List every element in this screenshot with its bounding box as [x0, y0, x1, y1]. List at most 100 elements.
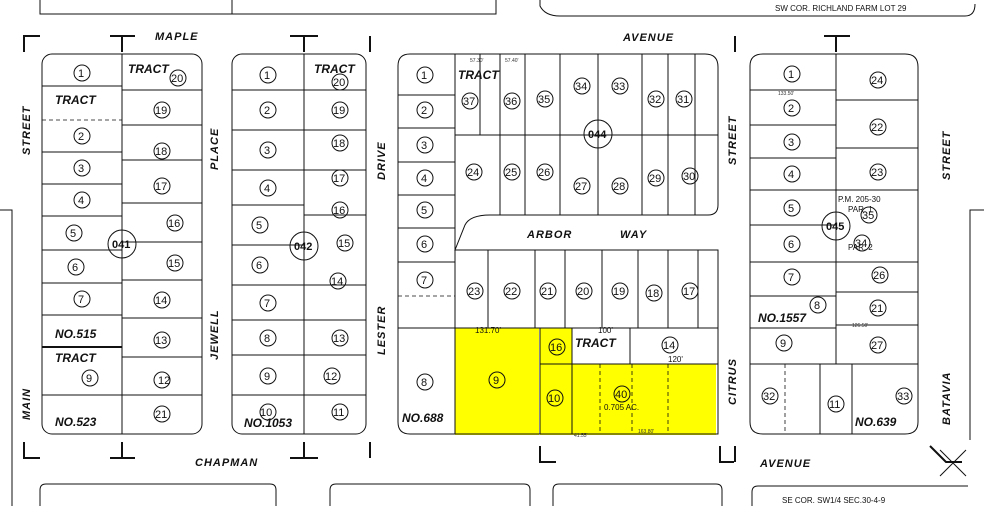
street-citrus: CITRUS	[727, 358, 739, 405]
lot-circle	[67, 258, 85, 276]
bottom-edge	[0, 209, 984, 506]
lot-number: 18	[333, 138, 345, 150]
tract-label: NO.639	[855, 415, 897, 429]
lot-number: 14	[663, 340, 675, 352]
lot-circle	[331, 101, 349, 119]
parcel-line	[824, 35, 850, 52]
tract-label: NO.515	[55, 327, 97, 341]
lot-number: 11	[829, 399, 840, 411]
lot-number: 21	[541, 286, 553, 298]
street-main: MAIN	[21, 388, 33, 420]
lot-circle	[259, 294, 277, 312]
lot-circle	[416, 201, 434, 219]
lot-number: 5	[788, 203, 794, 215]
lot-circle	[259, 101, 277, 119]
lot-number: 32	[649, 94, 661, 106]
lot-circle	[323, 367, 341, 385]
lot-circle	[681, 282, 699, 300]
lot-number: 19	[333, 105, 345, 117]
lot-circle	[681, 167, 699, 185]
lot-circle	[809, 296, 827, 314]
lot-circle	[416, 66, 434, 84]
lot-circle	[466, 282, 484, 300]
dimension-label: 163.80'	[638, 429, 654, 435]
lot-number: 10	[548, 393, 560, 405]
lot-number: 21	[155, 409, 167, 421]
street-place: PLACE	[209, 128, 221, 170]
note-sw-cor-top: SW COR. RICHLAND FARM LOT 29	[775, 4, 907, 13]
lot-number: 3	[264, 145, 270, 157]
lot-circle	[871, 266, 889, 284]
parcel-line	[231, 53, 367, 435]
lot-circle	[761, 387, 779, 405]
lot-circle	[259, 403, 277, 421]
lot-circle	[503, 92, 521, 110]
lot-circle	[869, 163, 887, 181]
lot-number: 1	[421, 70, 427, 82]
parcel-line	[539, 446, 556, 463]
block-number-044: 044	[588, 129, 607, 141]
lot-number: 7	[264, 298, 270, 310]
lot-number: 25	[505, 167, 517, 179]
lot-circle	[783, 199, 801, 217]
lot-circle	[331, 403, 349, 421]
lot-number: 14	[331, 276, 343, 288]
lot-circle	[488, 371, 506, 389]
lot-number: 34	[855, 238, 867, 250]
lot-number: 6	[72, 262, 78, 274]
lot-number: 27	[871, 340, 883, 352]
tract-label: TRACT	[128, 62, 170, 76]
dimension-label: 133.50'	[778, 91, 794, 97]
tract-label: TRACT	[55, 351, 97, 365]
lot-circle	[251, 216, 269, 234]
highlight-lot-9	[455, 328, 539, 435]
lot-number: 12	[325, 371, 337, 383]
lot-number: 27	[575, 181, 587, 193]
parcel-line	[749, 53, 919, 435]
lot-circle	[153, 142, 171, 160]
lot-circle	[546, 389, 564, 407]
block-number-045: 045	[826, 221, 844, 233]
lot-number: 13	[333, 333, 345, 345]
lot-circle	[869, 299, 887, 317]
lot-circle	[416, 373, 434, 391]
tract-label: TRACT	[314, 62, 356, 76]
street-drive: DRIVE	[376, 141, 388, 180]
lot-circle	[251, 256, 269, 274]
highlight-lot-40	[572, 364, 716, 435]
lot-number: 4	[788, 169, 794, 181]
parcel-line	[539, 0, 976, 17]
lot-number: 6	[788, 239, 794, 251]
parcel-line	[23, 442, 40, 459]
parcel-line	[397, 53, 719, 435]
street-mid: STREET	[727, 115, 739, 165]
lot-number: 35	[862, 210, 874, 222]
lot-number: 33	[897, 391, 909, 403]
lot-circle	[853, 234, 871, 252]
lot-circle	[153, 405, 171, 423]
note-pm: P.M. 205-30	[838, 195, 881, 204]
lot-number: 16	[333, 205, 345, 217]
lot-number: 17	[683, 286, 695, 298]
lot-number: 19	[155, 105, 167, 117]
parcel-line	[552, 483, 723, 506]
lot-circle	[416, 136, 434, 154]
lot-number: 8	[814, 300, 820, 312]
lot-circle	[331, 201, 349, 219]
lot-number: 36	[505, 96, 517, 108]
lot-circle	[611, 177, 629, 195]
parcel-line	[969, 209, 984, 440]
lot-circle	[573, 77, 591, 95]
lot-circle	[73, 159, 91, 177]
lot-circle	[416, 169, 434, 187]
lot-number: 3	[78, 163, 84, 175]
dimension-label: 57.30'	[470, 58, 484, 64]
lot-number: 5	[256, 220, 262, 232]
parcel-line	[110, 442, 135, 459]
lot-circle	[81, 369, 99, 387]
block-041: 041 TRACT TRACT NO.515 TRACT NO.523 1 2 …	[41, 53, 203, 435]
lot-number: 21	[871, 303, 883, 315]
lot-circle	[461, 92, 479, 110]
lot-number: 15	[168, 258, 180, 270]
lot-circle	[416, 271, 434, 289]
